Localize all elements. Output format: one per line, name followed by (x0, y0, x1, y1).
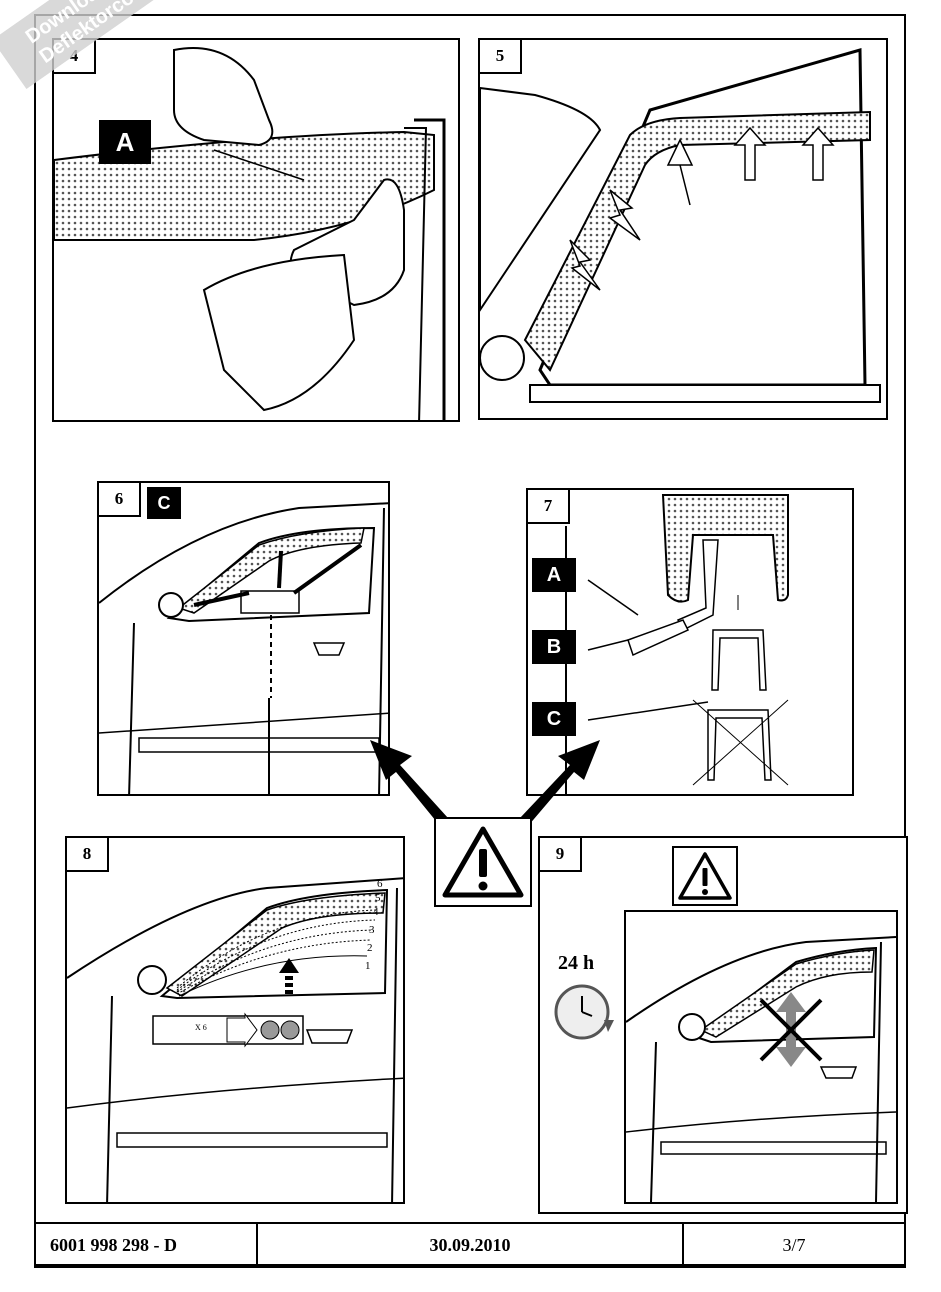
step-6-panel: 6 C (97, 481, 390, 796)
label-c: C (532, 702, 576, 736)
part-number: 6001 998 298 - D (36, 1224, 258, 1266)
car-door-illustration (99, 502, 388, 794)
press-deflector-illustration (480, 48, 881, 403)
car-panel (624, 910, 898, 1204)
window-positions-illustration (67, 877, 403, 1202)
clock-icon (554, 984, 614, 1040)
switch-count: X 6 (195, 1023, 207, 1032)
label-c: C (147, 487, 181, 519)
position-2: 2 (367, 942, 373, 954)
warning-box (434, 817, 532, 907)
position-1: 1 (365, 960, 371, 972)
step-4-panel: 4 A (52, 38, 460, 422)
step-number: 9 (540, 838, 582, 872)
warning-arrows (370, 740, 600, 826)
position-3: 3 (369, 924, 375, 936)
step-5-panel: 5 (478, 38, 888, 420)
clip-detail-illustration (565, 494, 789, 794)
step-8-panel: 8 6 5 4 3 2 1 X 6 (65, 836, 405, 1204)
step-number: 6 (99, 483, 141, 517)
page-number: 3/7 (782, 1234, 806, 1255)
warning-box (672, 846, 738, 906)
footer: 6001 998 298 - D 30.09.2010 3/7 (34, 1222, 906, 1268)
label-a: A (532, 558, 576, 592)
step-number: 5 (480, 40, 522, 74)
deflector-installation-illustration (54, 47, 446, 420)
instruction-sheet (34, 14, 906, 1266)
time-label: 24 h (558, 952, 595, 974)
label-b: B (532, 630, 576, 664)
warning-triangle-icon (678, 852, 732, 900)
position-6: 6 (377, 878, 383, 890)
step-number: 7 (528, 490, 570, 524)
label-a: A (99, 120, 151, 164)
warning-triangle-icon (442, 826, 524, 898)
step-number: 8 (67, 838, 109, 872)
car-door-illustration (626, 936, 896, 1202)
position-5: 5 (375, 892, 381, 904)
position-4: 4 (373, 906, 379, 918)
step-9-panel: 9 24 h (538, 836, 908, 1214)
date: 30.09.2010 (258, 1224, 684, 1266)
step-7-panel: 7 A B C (526, 488, 854, 796)
